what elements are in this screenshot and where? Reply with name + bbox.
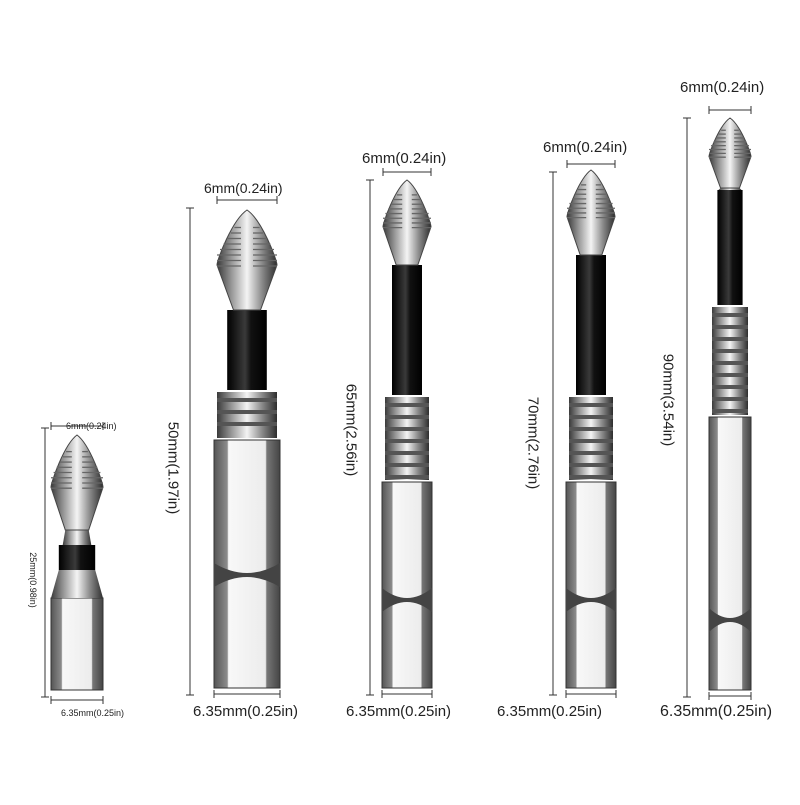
bit-2-ring-groove <box>217 422 277 426</box>
bit-5-ring-groove <box>712 325 748 329</box>
bit-4-shank-width-label: 6.35mm(0.25in) <box>497 703 603 720</box>
bit-1-hex-shank <box>50 597 104 691</box>
bit-2-ring-groove <box>217 398 277 402</box>
bit-1-phillips-tip <box>50 434 104 531</box>
bit-3-torsion-rings <box>385 397 429 480</box>
bit-4-black-band <box>576 255 606 395</box>
bit-5-tip-width-label: 6mm(0.24in) <box>680 79 765 96</box>
bit-2-hex-shank <box>213 439 281 689</box>
bit-3-ring-groove <box>385 463 429 467</box>
bit-2-ring-groove <box>217 410 277 414</box>
bit-3-ring-groove <box>385 415 429 419</box>
bit-5-shank-width-label: 6.35mm(0.25in) <box>660 703 773 720</box>
bit-2-tip-width-label: 6mm(0.24in) <box>204 180 283 196</box>
bit-3-ring-groove <box>385 427 429 431</box>
bit-4-ring-groove <box>569 403 613 407</box>
bit-3-ring-groove <box>385 439 429 443</box>
bit-5-phillips-tip <box>708 117 752 189</box>
bit-2-length-label: 50mm(1.97in) <box>164 421 182 515</box>
bit-5-ring-groove <box>712 361 748 365</box>
bit-4-ring-groove <box>569 439 613 443</box>
bit-4-ring-groove <box>569 451 613 455</box>
bit-5-shank-groove <box>709 608 751 632</box>
bit-5-ring-groove <box>712 409 748 413</box>
bit-3-phillips-tip <box>382 179 432 266</box>
bit-3-ring-groove <box>385 475 429 479</box>
bit-4-phillips-tip <box>566 169 616 256</box>
bit-5-hex-shank <box>708 416 752 691</box>
bit-1-neck <box>62 530 92 545</box>
bit-3-ring-groove <box>385 451 429 455</box>
bit-4-ring-groove <box>569 475 613 479</box>
bit-1-black-band <box>58 545 96 570</box>
bit-4-hex-shank <box>565 481 617 689</box>
bit-3-shank-groove <box>382 588 432 612</box>
bit-1-tip-width-label: 6mm(0.24in) <box>66 421 117 431</box>
bit-4-ring-groove <box>569 427 613 431</box>
bit-2-black-band <box>227 310 267 390</box>
bit-5-ring-groove <box>712 337 748 341</box>
bit-3-length-label: 65mm(2.56in) <box>342 383 360 477</box>
bit-5-ring-groove <box>712 313 748 317</box>
bit-4-ring-groove <box>569 463 613 467</box>
bit-5-ring-groove <box>712 397 748 401</box>
bit-5-ring-groove <box>712 373 748 377</box>
bit-3-tip-width-label: 6mm(0.24in) <box>362 150 447 167</box>
bit-2-shank-width-label: 6.35mm(0.25in) <box>193 703 299 720</box>
bit-3-ring-groove <box>385 403 429 407</box>
bit-3-black-band <box>392 265 422 395</box>
bit-4-length-label: 70mm(2.76in) <box>524 396 542 490</box>
bit-3-shank-width-label: 6.35mm(0.25in) <box>346 703 452 720</box>
bit-3-hex-shank <box>381 481 433 689</box>
bit-5-ring-groove <box>712 385 748 389</box>
bit-4-tip-width-label: 6mm(0.24in) <box>543 139 628 156</box>
bit-2-phillips-tip <box>216 209 278 311</box>
bit-4-torsion-rings <box>569 397 613 480</box>
bit-5-ring-groove <box>712 349 748 353</box>
bit-4-ring-groove <box>569 415 613 419</box>
bit-1-taper <box>51 570 103 598</box>
bit-5-length-label: 90mm(3.54in) <box>659 353 677 447</box>
bit-4-shank-groove <box>566 588 616 612</box>
bit-2-shank-groove <box>214 563 280 587</box>
bit-1-length-label: 25mm(0.98in) <box>28 552 38 608</box>
bit-5-black-band <box>717 190 743 305</box>
bit-1-shank-width-label: 6.35mm(0.25in) <box>61 708 125 718</box>
